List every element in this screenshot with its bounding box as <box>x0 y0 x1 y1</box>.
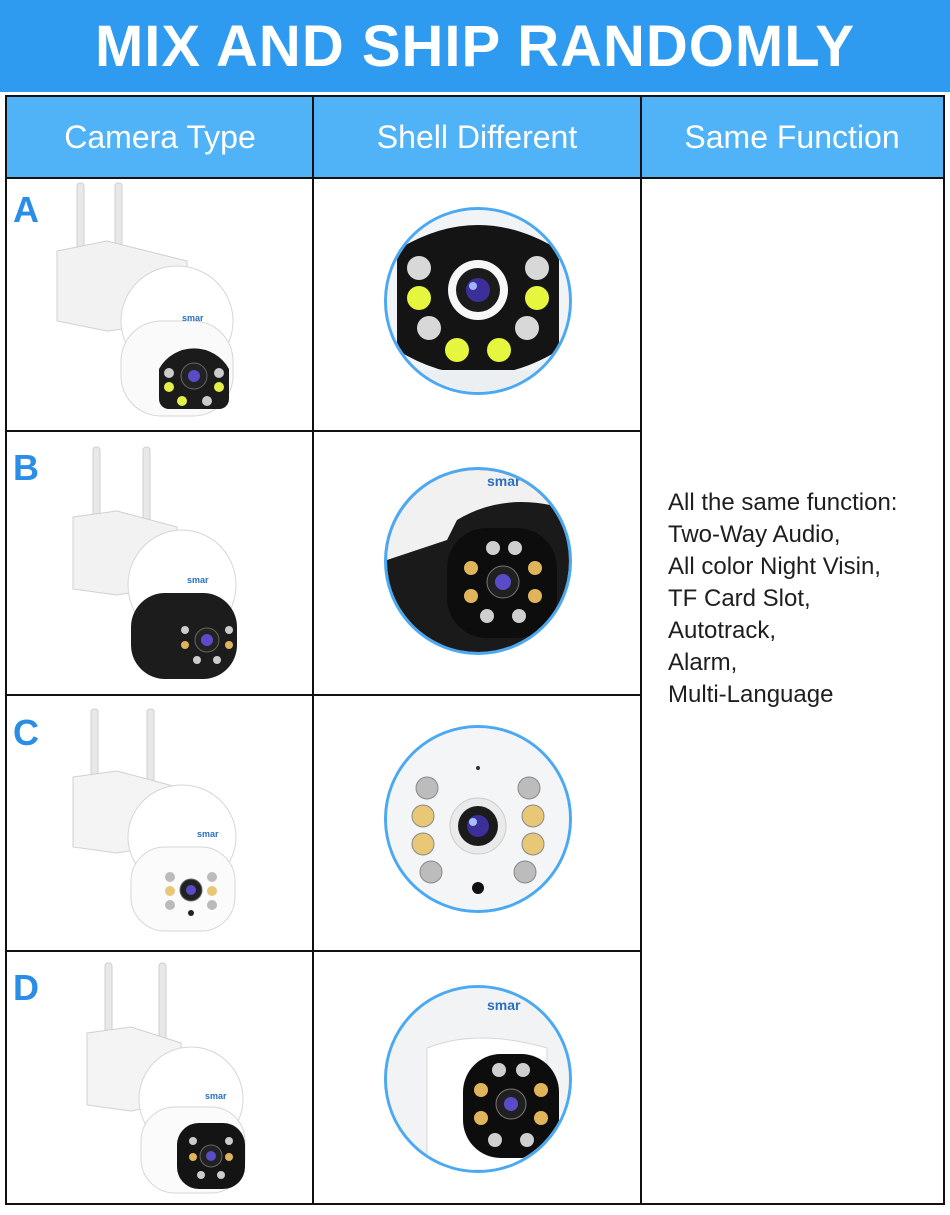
brand-label: smar <box>182 313 204 323</box>
row-divider <box>7 430 641 432</box>
feature-item: TF Card Slot, <box>668 585 811 612</box>
camera-letter-c: C <box>13 712 39 753</box>
lens-closeup-d: smar <box>384 985 572 1173</box>
camera-letter-d: D <box>13 967 39 1008</box>
camera-letter-b: B <box>13 447 39 488</box>
camera-product-image: smar <box>72 708 237 932</box>
comparison-table: Camera Type Shell Different Same Functio… <box>5 95 945 1205</box>
lens-closeup-b: smar <box>384 467 572 655</box>
camera-product-image: smar <box>72 446 237 679</box>
column-divider <box>312 97 314 1203</box>
header-same-function: Same Function <box>641 97 943 179</box>
row-divider <box>7 950 641 952</box>
brand-label: smar <box>205 1091 227 1101</box>
feature-list: All the same function: Two-Way Audio, Al… <box>668 487 897 711</box>
camera-product-image: smar <box>86 962 246 1194</box>
feature-item: Two-Way Audio, <box>668 521 841 548</box>
banner-title: MIX AND SHIP RANDOMLY <box>94 13 856 79</box>
brand-label: smar <box>187 575 209 585</box>
lens-closeup-a <box>384 207 572 395</box>
header-camera-type: Camera Type <box>7 97 313 179</box>
brand-label: smar <box>487 473 521 489</box>
row-divider <box>7 694 641 696</box>
feature-item: All color Night Visin, <box>668 553 881 580</box>
brand-label: smar <box>197 829 219 839</box>
feature-item: Autotrack, <box>668 617 777 644</box>
brand-label: smar <box>487 997 521 1013</box>
column-divider <box>640 97 642 1203</box>
camera-letter-a: A <box>13 189 39 230</box>
feature-intro: All the same function: <box>668 489 898 516</box>
feature-item: Multi-Language <box>668 681 834 708</box>
feature-item: Alarm, <box>668 649 738 676</box>
title-banner: MIX AND SHIP RANDOMLY <box>0 0 950 92</box>
camera-product-image: smar <box>56 182 234 417</box>
lens-closeup-c <box>384 725 572 913</box>
header-shell-different: Shell Different <box>313 97 641 179</box>
